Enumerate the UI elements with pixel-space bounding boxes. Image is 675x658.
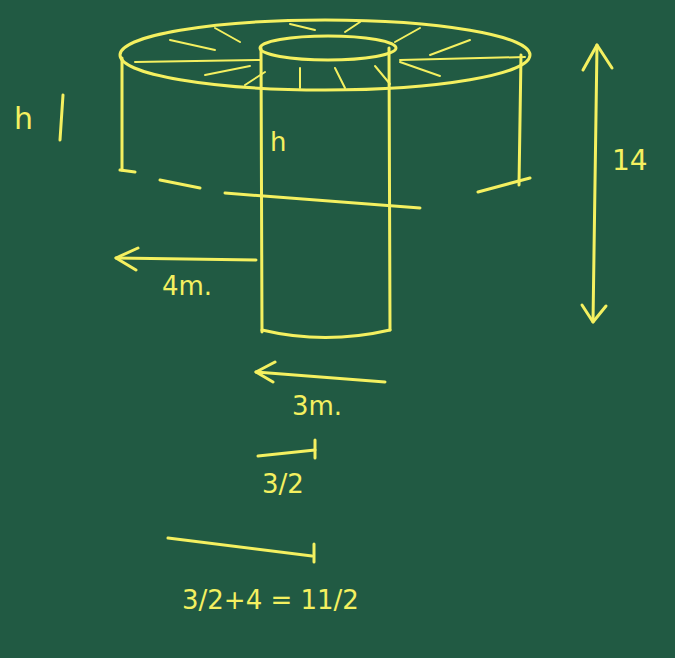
segment — [168, 538, 312, 556]
ring-bottom — [120, 170, 530, 208]
dimension-label: h — [14, 102, 33, 135]
ring-side — [121, 58, 124, 170]
segment-tick — [313, 544, 316, 562]
segment-tick — [314, 440, 317, 458]
arrow-head — [116, 248, 138, 270]
cylinder-top — [260, 36, 396, 60]
arrow-head — [582, 305, 606, 322]
dimension-label: 14 — [612, 146, 648, 177]
hatch-marks — [135, 22, 525, 88]
height-arrow — [593, 45, 597, 322]
arrow-head — [256, 362, 275, 382]
ring-side — [519, 55, 521, 185]
dimension-label: 3/2 — [262, 470, 304, 499]
dimension-label: 4m. — [162, 272, 212, 301]
diameter-arrow — [256, 372, 385, 382]
cylinder-side — [389, 48, 390, 330]
dimension-label: h — [270, 128, 286, 157]
dimension-label: 3m. — [292, 392, 342, 421]
height-tick — [60, 95, 63, 140]
radius-arrow — [116, 258, 256, 260]
arrow-head — [583, 45, 612, 70]
disk-top — [120, 20, 530, 90]
cylinder-side — [261, 48, 262, 332]
cylinder-bottom — [262, 330, 390, 338]
dimension-label: 3/2+4 = 11/2 — [182, 586, 359, 615]
segment — [258, 450, 315, 456]
